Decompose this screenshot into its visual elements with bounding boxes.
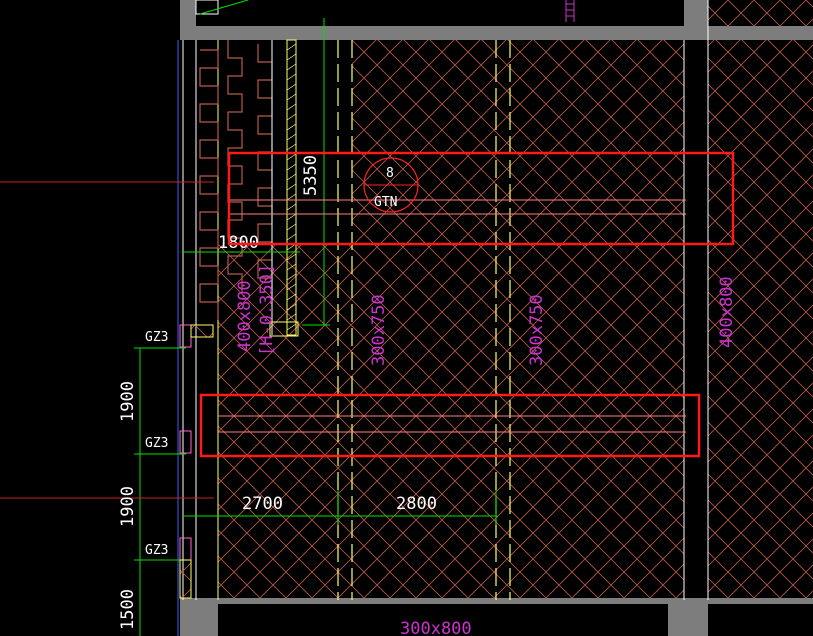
beam-label-right: 400x800 [717, 276, 737, 348]
dim-bottom-right: 2800 [396, 494, 437, 514]
dimension-lines [134, 0, 498, 636]
bottom-pier-left [180, 598, 218, 636]
highlight-box-lower-beam [199, 393, 701, 458]
stair-bubble-code: GTN [374, 195, 397, 210]
stair-handrail [286, 39, 297, 336]
dim-left-upper: 1900 [118, 381, 138, 422]
beam-label-mid-1: 300x750 [369, 294, 389, 366]
column-gz3-1: GZ3 [145, 324, 214, 348]
dim-left-middle: 1900 [118, 486, 138, 527]
stair-bubble-number: 8 [386, 166, 394, 181]
column-tag-1: GZ3 [145, 330, 168, 345]
column-gz3-2: GZ3 [145, 430, 192, 454]
bottom-wall [180, 598, 813, 604]
top-wall [180, 26, 813, 40]
slab-hatch-main [352, 40, 684, 600]
top-magenta-marker [565, 0, 575, 22]
dim-left-lower: 1500 [118, 589, 138, 630]
top-wall-pier-left [180, 0, 196, 40]
slab-hatch-left [218, 245, 352, 600]
dim-bottom-left: 2700 [242, 494, 283, 514]
stair-landing-foot [269, 321, 299, 337]
slab-hatch-right [708, 0, 813, 600]
dim-top-vertical: 5350 [301, 155, 321, 196]
column-tag-2: GZ3 [145, 436, 168, 451]
top-wall-pier-right [684, 0, 708, 40]
beam-label-mid-2: 300x750 [527, 294, 547, 366]
column-gz3-3: GZ3 [145, 537, 192, 599]
bottom-pier-right [668, 598, 708, 636]
beam-label-left-elev: [H-0.350] [257, 264, 277, 356]
beam-label-left: 400x800 [235, 280, 255, 352]
column-tag-3: GZ3 [145, 543, 168, 558]
beam-label-bottom: 300x800 [400, 619, 472, 636]
highlight-box-stair-beam [227, 151, 735, 246]
stair-bubble: 8 GTN [363, 157, 419, 213]
stair-handrail-hatch [286, 43, 297, 331]
